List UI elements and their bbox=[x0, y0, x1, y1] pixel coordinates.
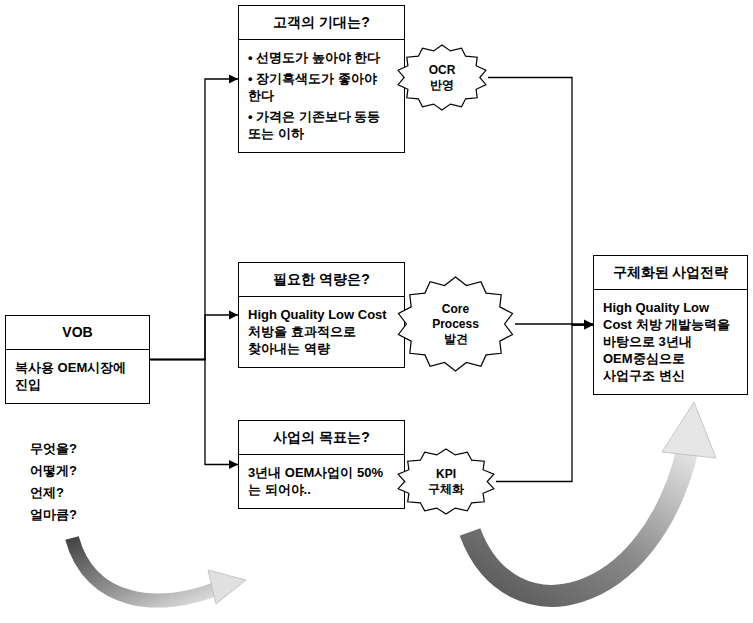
question-label: 무엇을? bbox=[30, 438, 77, 460]
connector-arrow bbox=[488, 78, 593, 326]
box-heading: 구체화된 사업전략 bbox=[594, 256, 747, 290]
callout-text-group: KPI 구체화 bbox=[422, 467, 470, 497]
box-text: 3년내 OEM사업이 50%는 되어야.. bbox=[239, 455, 404, 508]
starburst-outline bbox=[398, 45, 486, 110]
vob-box: VOB복사용 OEM시장에 진입 bbox=[5, 315, 150, 404]
callout-text-group: Core Process 발견 bbox=[427, 302, 485, 347]
connector-arrow bbox=[496, 325, 593, 482]
box-text: 복사용 OEM시장에 진입 bbox=[6, 350, 149, 403]
connector-arrow bbox=[150, 79, 238, 360]
box-heading: 사업의 목표는? bbox=[239, 421, 404, 455]
starburst-callout: Core Process 발견 bbox=[396, 276, 515, 372]
callout-text: OCR 반영 bbox=[420, 63, 464, 93]
question-box: 사업의 목표는?3년내 OEM사업이 50%는 되어야.. bbox=[238, 420, 405, 509]
starburst-outline bbox=[398, 449, 494, 514]
box-heading: VOB bbox=[6, 316, 149, 350]
question-box: 고객의 기대는?• 선명도가 높아야 한다• 장기흑색도가 좋아야 한다• 가격… bbox=[238, 5, 405, 153]
curved-arrow-head bbox=[208, 570, 246, 604]
starburst-callout: KPI 구체화 bbox=[396, 448, 496, 515]
question-label: 얼마큼? bbox=[30, 504, 77, 526]
strategy-box: 구체화된 사업전략High Quality Low Cost 처방 개발능력을 … bbox=[593, 255, 748, 395]
connector-arrow bbox=[150, 360, 238, 465]
callout-text: Core Process 발견 bbox=[427, 302, 485, 347]
box-heading: 필요한 역량은? bbox=[239, 263, 404, 297]
question-list: 무엇을?어떻게?언제?얼마큼? bbox=[30, 438, 77, 526]
box-text: High Quality Low Cost 처방을 효과적으로 찾아내는 역량 bbox=[239, 297, 404, 367]
callout-text-group: OCR 반영 bbox=[420, 63, 464, 93]
box-heading: 고객의 기대는? bbox=[239, 6, 404, 40]
box-text: • 장기흑색도가 좋아야 한다 bbox=[239, 68, 404, 106]
box-text: High Quality Low Cost 처방 개발능력을 바탕으로 3년내 … bbox=[594, 290, 747, 394]
question-label: 어떻게? bbox=[30, 460, 77, 482]
starburst-outline bbox=[399, 277, 513, 371]
curved-arrow bbox=[470, 448, 688, 596]
curved-arrow-head bbox=[662, 402, 716, 458]
box-text: • 가격은 기존보다 동등 또는 이하 bbox=[239, 106, 404, 152]
curved-arrow bbox=[72, 538, 218, 601]
connector-arrow bbox=[150, 315, 238, 360]
starburst-callout: OCR 반영 bbox=[396, 44, 488, 111]
callout-text: KPI 구체화 bbox=[422, 467, 470, 497]
question-label: 언제? bbox=[30, 482, 77, 504]
question-box: 필요한 역량은?High Quality Low Cost 처방을 효과적으로 … bbox=[238, 262, 405, 368]
box-text: • 선명도가 높아야 한다 bbox=[239, 40, 404, 68]
